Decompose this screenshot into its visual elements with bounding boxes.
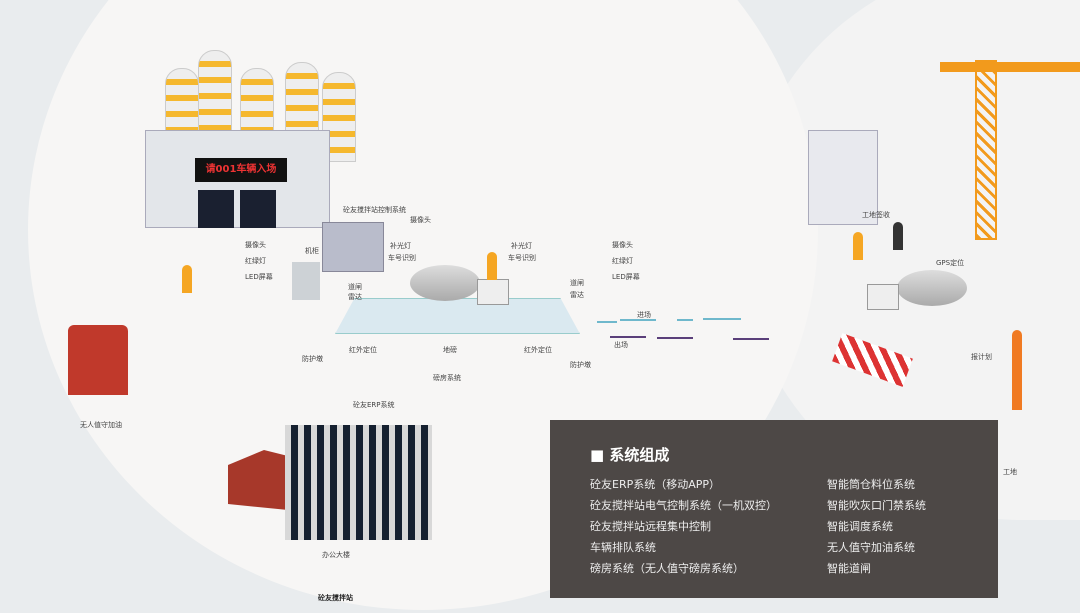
led-sign: 请001车辆入场 <box>195 158 287 182</box>
label: 红外定位 <box>524 346 552 354</box>
mixer-truck <box>865 270 975 320</box>
enter-arrow <box>677 319 693 321</box>
worker-with-phone <box>1012 330 1022 410</box>
weighbridge <box>335 298 580 334</box>
label: 摄像头 <box>612 241 633 249</box>
list-item: 车辆排队系统 <box>590 541 656 554</box>
tower-crane <box>975 60 997 240</box>
label: 补光灯 <box>390 242 411 250</box>
truck-cab <box>867 284 899 310</box>
label: 报计划 <box>971 353 992 361</box>
exit-arrow <box>733 338 769 340</box>
label: 工地 <box>1003 468 1017 476</box>
mixer-drum <box>897 270 967 306</box>
label: 工地签收 <box>862 211 890 219</box>
plant-door <box>198 190 234 228</box>
plant-door <box>240 190 276 228</box>
worker <box>182 265 192 293</box>
silo <box>322 72 356 162</box>
silo <box>198 50 232 140</box>
label: 摄像头 <box>245 241 266 249</box>
label: GPS定位 <box>936 259 965 267</box>
panel-title: ■ 系统组成 <box>590 446 670 464</box>
panel-title-text: 系统组成 <box>609 446 670 464</box>
label: 道闸 <box>570 279 584 287</box>
enter-arrow <box>597 321 617 323</box>
list-item: 智能道闸 <box>827 562 871 575</box>
label: 砼友搅拌站 <box>318 594 353 602</box>
panel-left-list: 砼友ERP系统（移动APP） 砼友搅拌站电气控制系统（一机双控） 砼友搅拌站远程… <box>590 474 777 579</box>
fuel-pump <box>68 325 128 395</box>
cabinet <box>292 262 320 300</box>
mixer-truck <box>405 265 515 315</box>
list-item: 智能筒仓料位系统 <box>827 478 915 491</box>
list-item: 无人值守加油系统 <box>827 541 915 554</box>
label: 机柜 <box>305 247 319 255</box>
label: 雷达 <box>348 293 362 301</box>
panel-right-list: 智能筒仓料位系统 智能吹灰口门禁系统 智能调度系统 无人值守加油系统 智能道闸 <box>827 474 926 579</box>
list-item: 砼友ERP系统（移动APP） <box>590 478 721 491</box>
label: LED屏幕 <box>612 273 640 281</box>
exit-arrow <box>610 336 646 338</box>
list-item: 磅房系统（无人值守磅房系统） <box>590 562 744 575</box>
control-room <box>322 222 384 272</box>
label: 出场 <box>614 341 628 349</box>
exit-arrow <box>657 337 693 339</box>
label: 车号识别 <box>388 254 416 262</box>
label: 防护墩 <box>570 361 591 369</box>
label: 雷达 <box>570 291 584 299</box>
label: 无人值守加油 <box>80 421 122 429</box>
label: 红绿灯 <box>245 257 266 265</box>
system-composition-panel: ■ 系统组成 砼友ERP系统（移动APP） 砼友搅拌站电气控制系统（一机双控） … <box>550 420 998 598</box>
enter-arrow <box>620 319 656 321</box>
label: 道闸 <box>348 283 362 291</box>
label: 补光灯 <box>511 242 532 250</box>
label: 砼友ERP系统 <box>353 401 395 409</box>
site-building <box>808 130 878 225</box>
label: 防护墩 <box>302 355 323 363</box>
label: 红绿灯 <box>612 257 633 265</box>
label: 进场 <box>637 311 651 319</box>
worker <box>853 232 863 260</box>
label: 地磅 <box>443 346 457 354</box>
list-item: 砼友搅拌站电气控制系统（一机双控） <box>590 499 777 512</box>
list-item: 砼友搅拌站远程集中控制 <box>590 520 711 533</box>
list-item: 智能吹灰口门禁系统 <box>827 499 926 512</box>
office-building <box>285 425 432 540</box>
label: 办公大楼 <box>322 551 350 559</box>
label: 磅房系统 <box>433 374 461 382</box>
mixer-drum <box>410 265 480 301</box>
list-item: 智能调度系统 <box>827 520 893 533</box>
label: 红外定位 <box>349 346 377 354</box>
label: 摄像头 <box>410 216 431 224</box>
tower-crane-jib <box>940 62 1080 72</box>
manager <box>893 222 903 250</box>
label: LED屏幕 <box>245 273 273 281</box>
label: 砼友搅拌站控制系统 <box>343 206 406 214</box>
worker <box>487 252 497 280</box>
enter-arrow <box>703 318 741 320</box>
truck-cab <box>477 279 509 305</box>
label: 车号识别 <box>508 254 536 262</box>
